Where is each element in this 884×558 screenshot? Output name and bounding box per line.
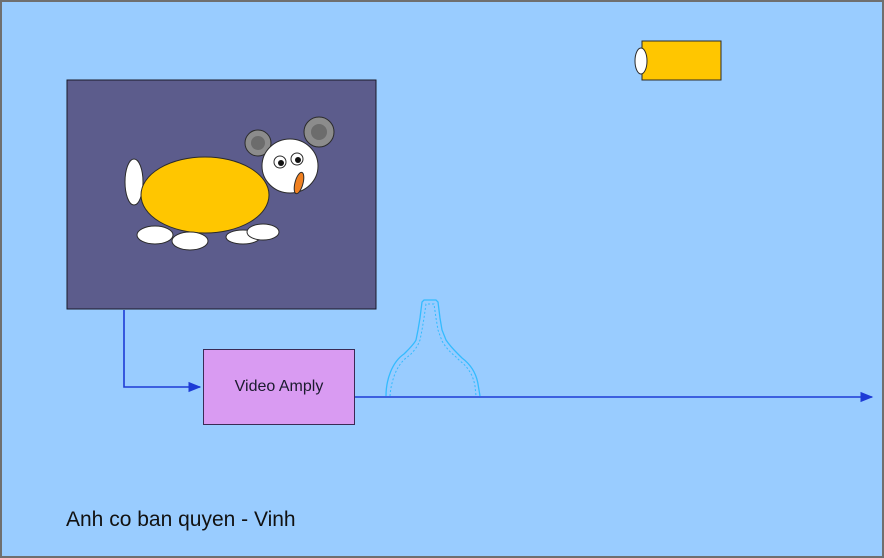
credit-caption: Anh co ban quyen - Vinh xyxy=(66,508,296,531)
video-waveform-icon xyxy=(385,299,481,397)
signal-connector-input xyxy=(123,310,202,393)
video-amplifier-box: Video Amply xyxy=(203,349,355,425)
video-amplifier-label: Video Amply xyxy=(234,378,324,395)
cartoon-mouse-image xyxy=(124,116,335,251)
battery-icon xyxy=(634,40,722,81)
